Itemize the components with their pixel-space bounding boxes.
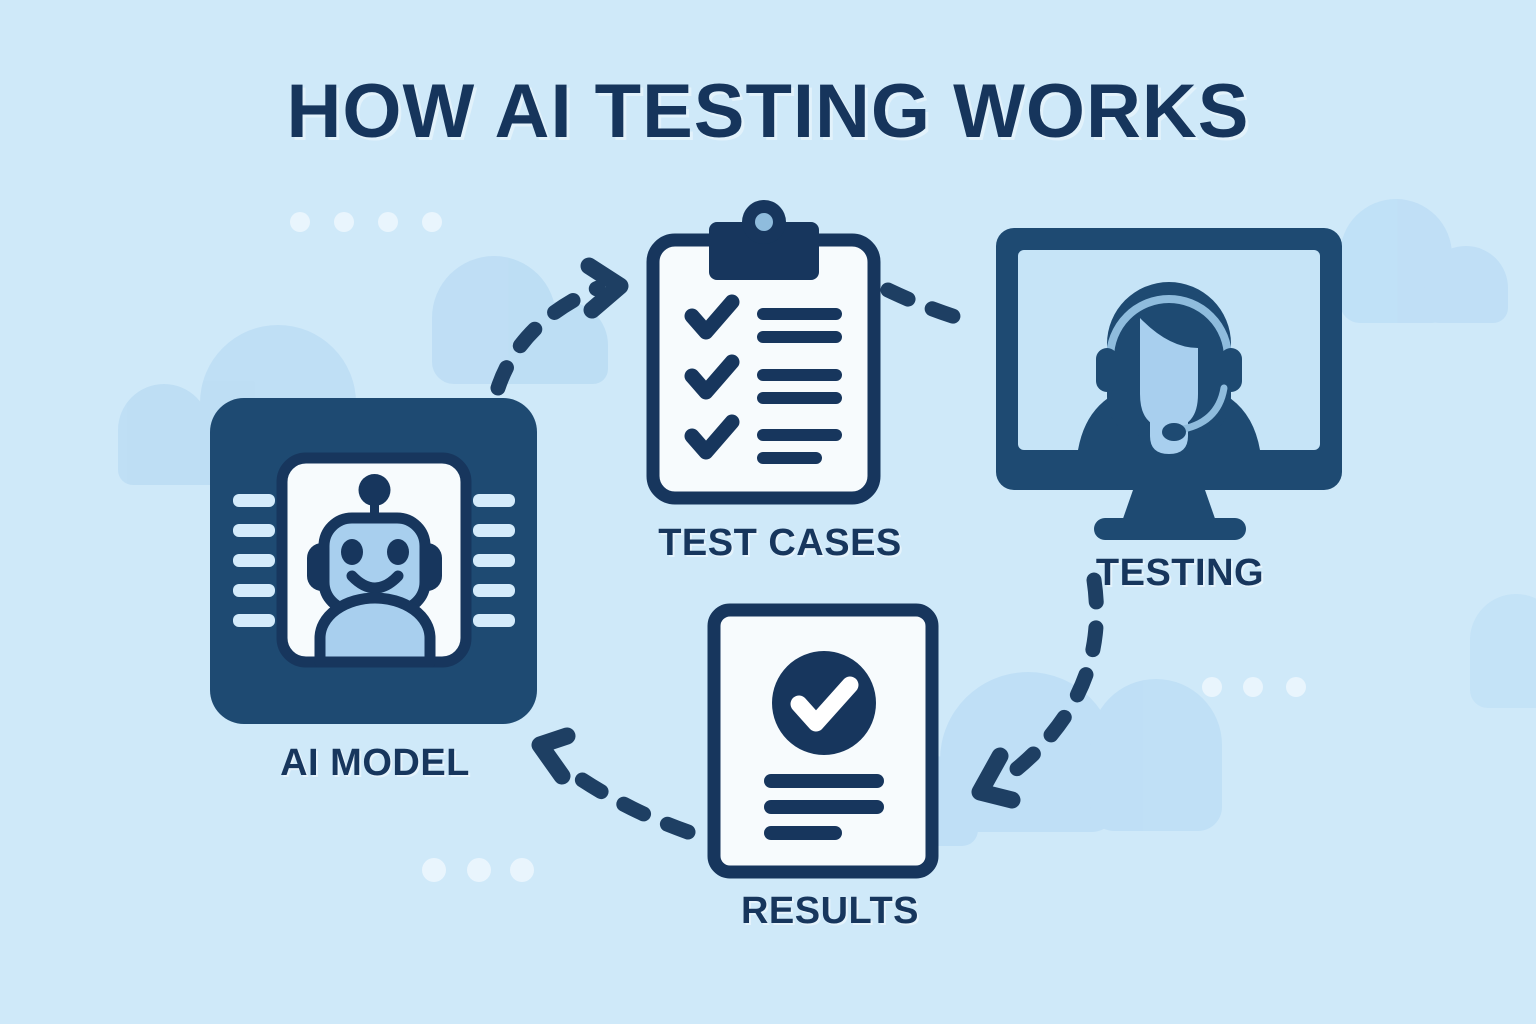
- node-testing[interactable]: [996, 228, 1342, 540]
- node-test-cases[interactable]: [646, 200, 881, 505]
- label-ai-model: AI MODEL: [280, 742, 470, 784]
- robot-icon: [307, 474, 442, 668]
- person-headset-icon: [1078, 282, 1260, 454]
- cloud-far-right: [1470, 594, 1536, 708]
- arrow-testcases-to-testing-line: [880, 282, 980, 330]
- node-ai-model[interactable]: [210, 398, 537, 724]
- clipboard-clip: [709, 222, 819, 280]
- label-results: RESULTS: [740, 890, 920, 932]
- chip-pins-right: [473, 494, 515, 627]
- arrowhead-to-test-cases: [580, 257, 629, 319]
- dot-group-right: [1202, 677, 1306, 697]
- node-results[interactable]: [707, 603, 939, 879]
- chip-pins-left: [233, 494, 275, 627]
- arrow-results-to-ai-line: [554, 758, 696, 840]
- dot-group-bottom-left: [422, 858, 534, 882]
- results-text-lines: [764, 774, 884, 840]
- label-test-cases: TEST CASES: [658, 522, 902, 564]
- arrow-ai-to-testcases-line: [490, 280, 606, 396]
- page-title: HOW AI TESTING WORKS: [286, 69, 1250, 154]
- arrowhead-to-results: [971, 747, 1021, 809]
- clipboard-checkmarks: [684, 294, 740, 460]
- dot-group-top-left: [290, 212, 442, 232]
- arrow-testing-to-results-line: [992, 572, 1104, 790]
- monitor-stand-base: [1094, 518, 1246, 540]
- check-mark: [790, 676, 859, 732]
- clipboard-text-lines: [757, 308, 842, 464]
- label-testing: TESTING: [1095, 552, 1265, 594]
- cloud-mid-left: [432, 256, 608, 384]
- clipboard-clip-hole: [755, 213, 773, 231]
- arrowhead-to-ai-model: [531, 727, 576, 785]
- flow-arrows: [490, 280, 1104, 840]
- flow-arrowheads: [531, 257, 1021, 809]
- cloud-top-right: [1340, 199, 1508, 323]
